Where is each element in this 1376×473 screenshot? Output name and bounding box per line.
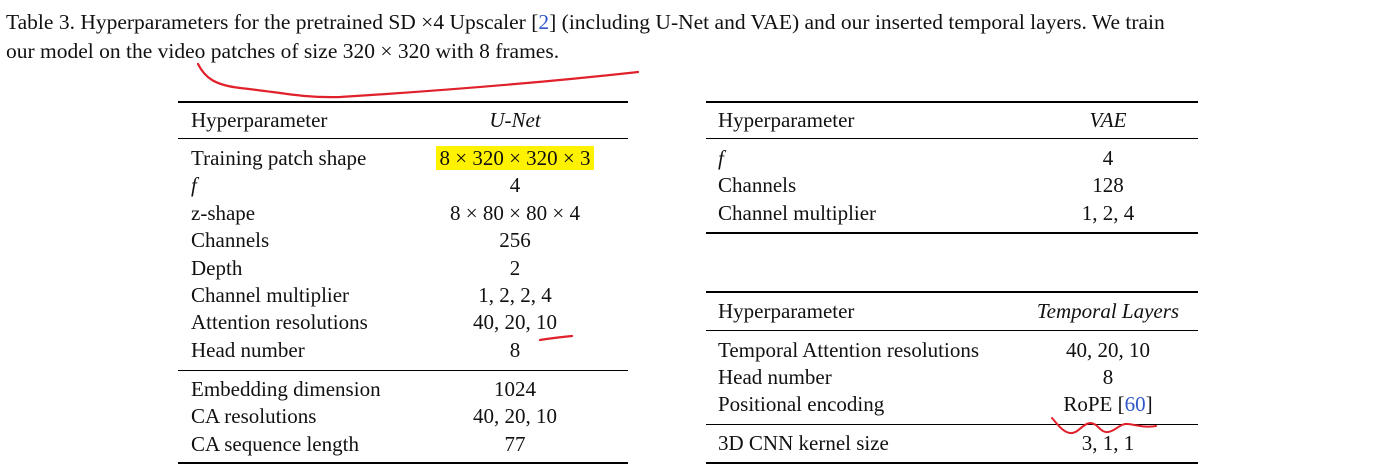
temporal-row-value: 8 — [1102, 365, 1114, 389]
vae-row-value: 128 — [1092, 173, 1124, 197]
unet-row-label: Depth — [191, 256, 243, 280]
temporal-row-value: 3, 1, 1 — [1081, 431, 1135, 455]
unet-row-value: 4 — [509, 173, 521, 197]
unet-row-label: f — [191, 173, 197, 197]
unet-row-label: Channel multiplier — [191, 283, 350, 307]
unet-header-hyperparameter: Hyperparameter — [191, 108, 328, 132]
unet-row-value: 8 — [509, 338, 521, 362]
unet-top-rule — [178, 101, 628, 103]
temporal-row-label: Head number — [718, 365, 832, 389]
temporal-header-rule — [706, 330, 1198, 331]
unet-bottom-rule — [178, 462, 628, 464]
citation-link-60[interactable]: 60 — [1124, 392, 1146, 416]
vae-bottom-rule — [706, 232, 1198, 234]
citation-link-2[interactable]: 2 — [538, 10, 550, 34]
unet-row-value: 77 — [504, 432, 526, 456]
vae-row-label: Channel multiplier — [718, 201, 877, 225]
temporal-header-hyperparameter: Hyperparameter — [718, 299, 855, 323]
temporal-row-label: 3D CNN kernel size — [718, 431, 889, 455]
vae-header-hyperparameter: Hyperparameter — [718, 108, 855, 132]
unet-row-value: 40, 20, 10 — [473, 310, 557, 334]
vae-row-label: f — [718, 146, 724, 170]
rope-text: RoPE [ — [1063, 392, 1125, 416]
rope-close-bracket: ] — [1145, 392, 1153, 416]
caption-prefix: Table 3. Hyperparameters for the pretrai… — [6, 10, 539, 34]
vae-row-value: 1, 2, 4 — [1081, 201, 1135, 225]
unet-row-label: Attention resolutions — [191, 310, 368, 334]
vae-header-vae: VAE — [1089, 108, 1127, 132]
temporal-mid-rule — [706, 424, 1198, 425]
temporal-header-temporal-layers: Temporal Layers — [1036, 299, 1180, 323]
table-caption: Table 3. Hyperparameters for the pretrai… — [6, 8, 1372, 66]
vae-row-label: Channels — [718, 173, 797, 197]
unet-row-label: Embedding dimension — [191, 377, 381, 401]
unet-row-value: 8 × 320 × 320 × 3 — [410, 145, 620, 171]
red-underline-caption — [196, 62, 640, 99]
temporal-row-label: Temporal Attention resolutions — [718, 338, 979, 362]
unet-row-label: Head number — [191, 338, 305, 362]
unet-row-value: 1024 — [494, 377, 536, 401]
vae-header-rule — [706, 138, 1198, 139]
unet-row-value: 2 — [509, 256, 521, 280]
unet-row-value: 8 × 80 × 80 × 4 — [449, 201, 581, 225]
unet-header-unet: U-Net — [489, 108, 541, 132]
unet-mid-rule — [178, 370, 628, 371]
unet-row-label: CA resolutions — [191, 404, 317, 428]
unet-row-value: 256 — [499, 228, 531, 252]
caption-suffix: ] (including U-Net and VAE) and our inse… — [549, 10, 1165, 34]
highlighted-value: 8 × 320 × 320 × 3 — [436, 146, 594, 170]
temporal-bottom-rule — [706, 462, 1198, 464]
unet-header-rule — [178, 138, 628, 139]
unet-row-label: Training patch shape — [191, 146, 367, 170]
unet-row-value: 1, 2, 2, 4 — [478, 283, 552, 307]
unet-row-label: Channels — [191, 228, 270, 252]
temporal-row-label: Positional encoding — [718, 392, 885, 416]
vae-row-value: 4 — [1102, 146, 1114, 170]
unet-row-value: 40, 20, 10 — [473, 404, 557, 428]
temporal-row-value: 40, 20, 10 — [1066, 338, 1150, 362]
unet-row-label: z-shape — [191, 201, 256, 225]
caption-line2: our model on the video patches of size 3… — [6, 39, 560, 63]
red-squiggle-rope — [1051, 417, 1157, 435]
red-underline-attention — [538, 334, 574, 342]
temporal-row-value: RoPE [60] — [1008, 391, 1208, 417]
unet-row-label: CA sequence length — [191, 432, 359, 456]
temporal-top-rule — [706, 291, 1198, 293]
vae-top-rule — [706, 101, 1198, 103]
